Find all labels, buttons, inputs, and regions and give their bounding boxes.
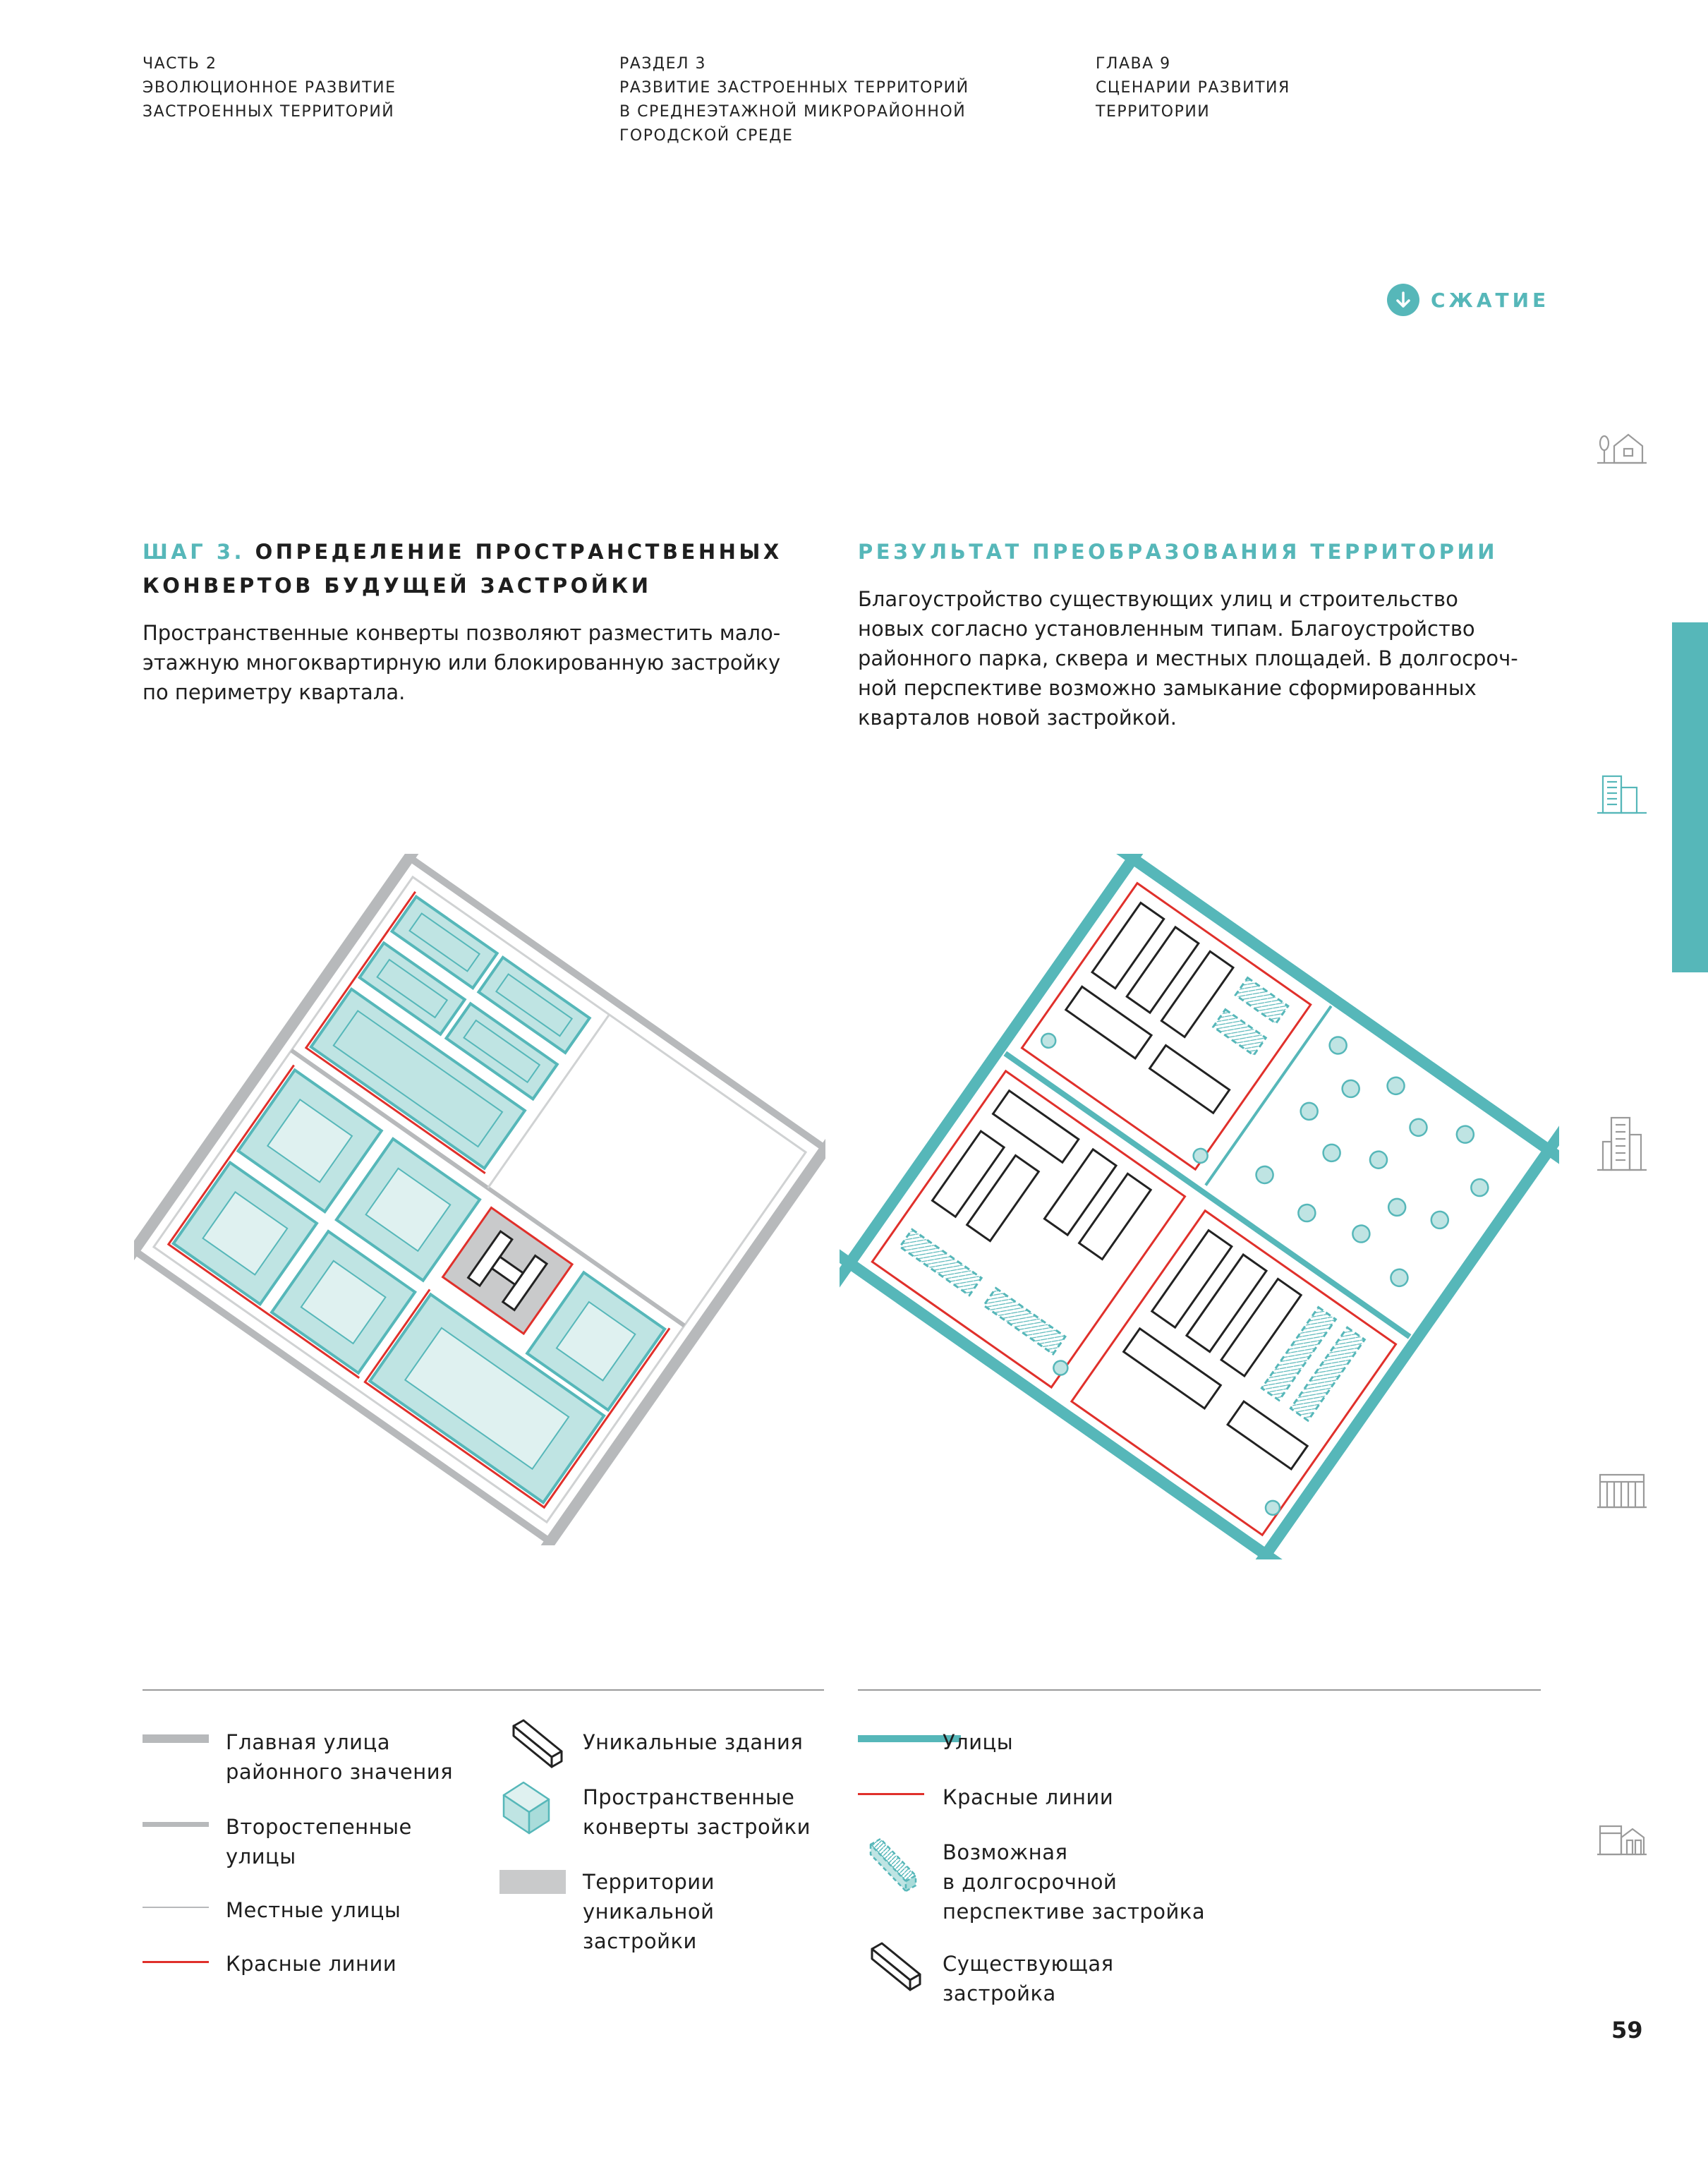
legend-line: Территории: [583, 1870, 715, 1894]
legend-line: застройка: [943, 1981, 1056, 2005]
legend-main-street: Главная улица районного значения: [226, 1727, 453, 1787]
legend-streets: Улицы: [943, 1727, 1013, 1757]
step-prefix: ШАГ 3.: [143, 540, 246, 564]
envelopes-diagram: [117, 836, 842, 1563]
legend-divider-left: [143, 1689, 824, 1691]
legend-line: Главная улица: [226, 1730, 391, 1754]
text-line: этажную многоквартирную или блокированну…: [143, 651, 781, 675]
possible-building-icon: [866, 1835, 923, 1901]
legend-line: улицы: [226, 1845, 296, 1869]
legend-line: Местные улицы: [226, 1898, 401, 1922]
legend-line: Уникальные здания: [583, 1730, 804, 1754]
header-chapter-line: СЦЕНАРИИ РАЗВИТИЯ: [1096, 79, 1290, 97]
header-section-line: В СРЕДНЕЭТАЖНОЙ МИКРОРАЙОННОЙ: [619, 103, 967, 121]
text-line: ной перспективе возможно замыкание сформ…: [858, 676, 1477, 700]
text-line: новых согласно установленным типам. Благ…: [858, 617, 1475, 641]
legend-line: Красные линии: [226, 1952, 397, 1976]
header-part-line: ЗАСТРОЕННЫХ ТЕРРИТОРИЙ: [143, 103, 395, 121]
legend-line: Красные линии: [943, 1785, 1114, 1809]
step-description: Пространственные конверты позволяют разм…: [143, 618, 780, 707]
header-part-line: ЧАСТЬ 2: [143, 55, 217, 73]
badge-label: СЖАТИЕ: [1431, 288, 1550, 312]
legend-divider-right: [858, 1689, 1541, 1691]
arrow-down-circle-icon: [1387, 284, 1419, 316]
legend-line: Второстепенные: [226, 1815, 412, 1839]
legend-line: перспективе застройка: [943, 1900, 1206, 1924]
legend-line: районного значения: [226, 1760, 454, 1784]
legend-line: застройки: [583, 1929, 697, 1953]
text-line: Пространственные конверты позволяют разм…: [143, 621, 781, 645]
text-line: по периметру квартала.: [143, 680, 406, 704]
house-tree-icon[interactable]: [1596, 428, 1648, 470]
legend-envelopes: Пространственные конверты застройки: [583, 1782, 811, 1842]
legend-line: Пространственные: [583, 1785, 795, 1809]
local-street-swatch: [143, 1907, 209, 1908]
apartment-block-icon[interactable]: [1596, 1469, 1648, 1514]
highrise-building-icon[interactable]: [1596, 1115, 1648, 1177]
legend-line: Возможная: [943, 1840, 1068, 1864]
result-title: РЕЗУЛЬТАТ ПРЕОБРАЗОВАНИЯ ТЕРРИТОРИИ: [858, 540, 1498, 564]
text-line: районного парка, сквера и местных площад…: [858, 646, 1518, 670]
text-line: Благоустройство существующих улиц и стро…: [858, 587, 1458, 611]
header-chapter-line: ТЕРРИТОРИИ: [1096, 103, 1211, 121]
legend-secondary-streets: Второстепенные улицы: [226, 1812, 412, 1871]
header-section-line: РАЗДЕЛ 3: [619, 55, 707, 73]
legend-possible-buildings: Возможная в долгосрочной перспективе зас…: [943, 1837, 1205, 1926]
legend-unique-buildings: Уникальные здания: [583, 1727, 803, 1757]
red-line-swatch: [143, 1961, 209, 1963]
header-section: РАЗДЕЛ 3 РАЗВИТИЕ ЗАСТРОЕННЫХ ТЕРРИТОРИЙ…: [619, 52, 969, 148]
header-part: ЧАСТЬ 2 ЭВОЛЮЦИОННОЕ РАЗВИТИЕ ЗАСТРОЕННЫ…: [143, 52, 396, 124]
legend-red-lines-right: Красные линии: [943, 1782, 1113, 1812]
header-section-line: ГОРОДСКОЙ СРЕДЕ: [619, 127, 794, 145]
existing-building-icon: [866, 1939, 926, 1998]
legend-local-streets: Местные улицы: [226, 1895, 401, 1925]
header-section-line: РАЗВИТИЕ ЗАСТРОЕННЫХ ТЕРРИТОРИЙ: [619, 79, 969, 97]
red-line-swatch-right: [858, 1793, 924, 1795]
header-chapter: ГЛАВА 9 СЦЕНАРИИ РАЗВИТИЯ ТЕРРИТОРИИ: [1096, 52, 1290, 124]
step-title-line: ОПРЕДЕЛЕНИЕ ПРОСТРАНСТВЕННЫХ: [255, 540, 782, 564]
legend-line: в долгосрочной: [943, 1870, 1118, 1894]
unique-building-icon: [508, 1716, 567, 1775]
sidebar-active-bar: [1672, 622, 1708, 972]
legend-line: Существующая: [943, 1952, 1114, 1976]
result-diagram: [823, 832, 1576, 1581]
header-part-line: ЭВОЛЮЦИОННОЕ РАЗВИТИЕ: [143, 79, 396, 97]
step-title-line: КОНВЕРТОВ БУДУЩЕЙ ЗАСТРОЙКИ: [143, 574, 652, 598]
legend-line: уникальной: [583, 1900, 715, 1924]
step-title: ШАГ 3. ОПРЕДЕЛЕНИЕ ПРОСТРАНСТВЕННЫХ КОНВ…: [143, 535, 782, 603]
main-street-swatch: [143, 1734, 209, 1743]
page-number: 59: [1611, 2017, 1643, 2044]
header-chapter-line: ГЛАВА 9: [1096, 55, 1171, 73]
legend-red-lines-left: Красные линии: [226, 1949, 396, 1979]
legend-line: конверты застройки: [583, 1815, 811, 1839]
result-description: Благоустройство существующих улиц и стро…: [858, 584, 1518, 732]
legend-unique-territories: Территории уникальной застройки: [583, 1867, 715, 1956]
envelope-icon: [499, 1778, 553, 1839]
street-swatch: [858, 1735, 961, 1742]
legend-line: Улицы: [943, 1730, 1014, 1754]
secondary-street-swatch: [143, 1822, 209, 1827]
midrise-building-icon[interactable]: [1596, 772, 1648, 820]
text-line: кварталов новой застройкой.: [858, 706, 1177, 730]
scenario-badge: СЖАТИЕ: [1387, 284, 1549, 316]
townhouse-icon[interactable]: [1596, 1819, 1648, 1861]
unique-territory-swatch: [499, 1870, 566, 1894]
legend-existing-buildings: Существующая застройка: [943, 1949, 1114, 2008]
